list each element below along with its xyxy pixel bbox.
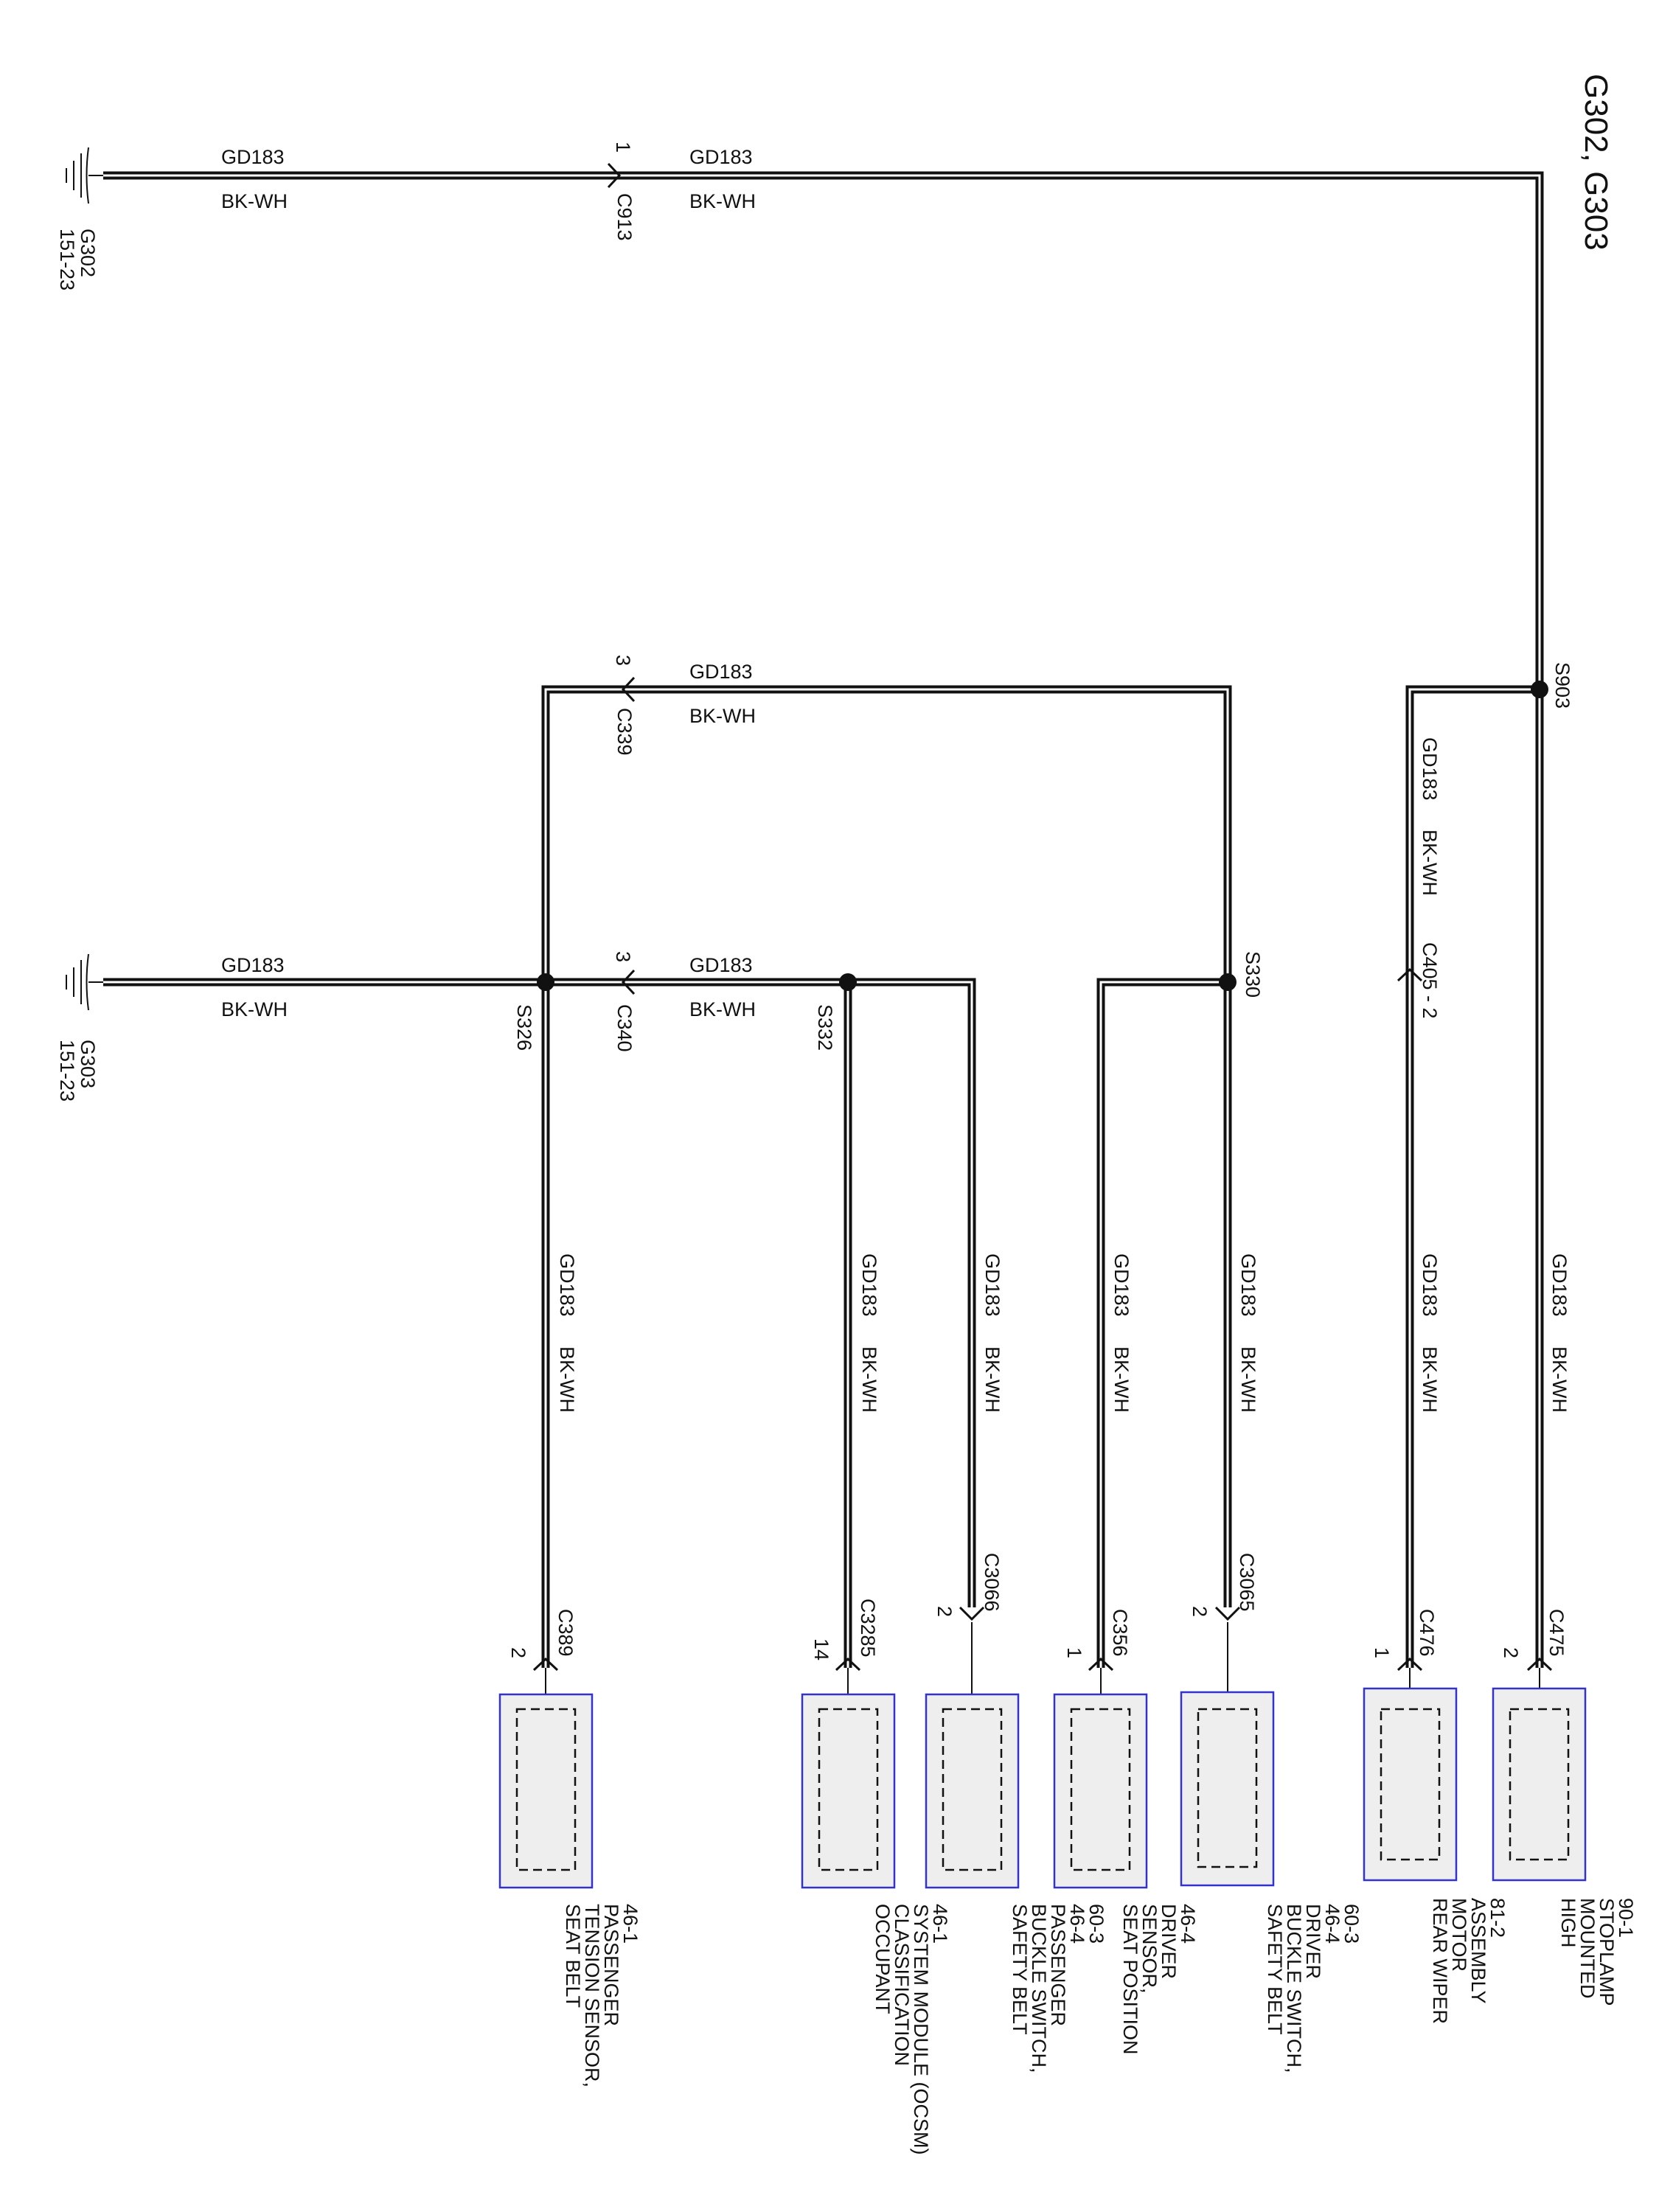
ground-g302-name: G302 (77, 229, 99, 277)
ground-g303-name: G303 (77, 1040, 99, 1088)
wire-buckle-driver-circuit: GD183 (1237, 1253, 1259, 1317)
splice-s332-dot (839, 973, 857, 991)
c356-pin: 1 (1063, 1647, 1085, 1658)
ground-g302-ref: 151-23 (56, 229, 78, 291)
component-seatpos (1053, 1693, 1148, 1889)
c3065-name: C3065 (1236, 1553, 1258, 1612)
c3065-chevron (1214, 1606, 1241, 1621)
wire-top-right-color: BK-WH (689, 190, 756, 212)
splices (537, 681, 1548, 991)
ground-g303-ref: 151-23 (56, 1040, 78, 1102)
c476-chevron (1397, 1657, 1423, 1672)
label-hmsl: HIGH MOUNTED STOPLAMP 90-1 (1557, 1898, 1637, 2011)
splice-s903-label: S903 (1551, 662, 1573, 709)
labels: G302, G303 G302 151-23 G303 151-23 GD183… (56, 74, 1614, 1660)
c3285-pin: 14 (810, 1638, 832, 1660)
c475-name: C475 (1545, 1609, 1568, 1657)
ground-g302-icon (66, 147, 103, 204)
c3285-name: C3285 (857, 1599, 879, 1658)
wire-wiper-upper-circuit: GD183 (1419, 737, 1441, 801)
c340-chevron (621, 969, 636, 995)
c475-chevron (1526, 1657, 1553, 1672)
wire-top-right-circuit: GD183 (689, 146, 753, 168)
splice-s330-dot (1219, 973, 1237, 991)
splice-s330-label: S330 (1242, 951, 1264, 998)
connector-chevrons (532, 162, 1553, 1672)
diagram-title: G302, G303 (1578, 74, 1614, 251)
c3066-pin: 2 (933, 1606, 956, 1617)
wire-c340-color: BK-WH (689, 998, 756, 1020)
c405-name: C405 - 2 (1419, 942, 1441, 1019)
wire-g303-circuit: GD183 (221, 954, 285, 976)
splice-s326-dot (537, 973, 554, 991)
label-ocsm: OCCUPANT CLASSIFICATION SYSTEM MODULE (O… (872, 1904, 951, 2160)
label-wiper: REAR WIPER MOTOR ASSEMBLY 81-2 (1429, 1898, 1509, 2030)
wire-wiper-circuit: GD183 (1419, 1253, 1441, 1317)
c339-chevron (621, 676, 636, 703)
c913-chevron (607, 162, 622, 189)
component-buckle-pass (925, 1693, 1020, 1889)
component-hmsl (1492, 1687, 1587, 1882)
label-tension: SEAT BELT TENSION SENSOR, PASSENGER 46-1 (562, 1904, 641, 2093)
component-buckle-driver (1180, 1691, 1275, 1887)
wire-g303-color: BK-WH (221, 998, 288, 1020)
splice-s332-label: S332 (814, 1004, 836, 1051)
c339-name: C339 (613, 708, 636, 756)
wire-wiper-upper-color: BK-WH (1419, 830, 1441, 896)
wire-buckle-pass-color: BK-WH (981, 1346, 1004, 1413)
c389-name: C389 (554, 1609, 577, 1657)
wire-top-left-circuit: GD183 (221, 146, 285, 168)
c476-name: C476 (1416, 1609, 1438, 1657)
wire-top-left-color: BK-WH (221, 190, 288, 212)
c3065-pin: 2 (1189, 1606, 1211, 1617)
splice-s326-label: S326 (513, 1004, 535, 1051)
wire-c339-circuit: GD183 (689, 661, 753, 683)
wire-ocsm-color: BK-WH (858, 1346, 880, 1413)
wire-hmsl-color: BK-WH (1548, 1346, 1571, 1413)
wire-c339-color: BK-WH (689, 705, 756, 727)
c3285-chevron (835, 1657, 861, 1672)
c913-pin: 1 (612, 142, 634, 153)
c340-name: C340 (613, 1004, 636, 1052)
wire-seatpos-color: BK-WH (1110, 1346, 1133, 1413)
wire-tension-color: BK-WH (556, 1346, 578, 1413)
c389-pin: 2 (507, 1647, 529, 1658)
c476-pin: 1 (1371, 1647, 1393, 1658)
component-wiper (1363, 1687, 1458, 1882)
label-buckle-driver: SAFETY BELT BUCKLE SWITCH, DRIVER 46-4 6… (1264, 1904, 1363, 2079)
wire-hmsl-circuit: GD183 (1548, 1253, 1571, 1317)
component-leads (545, 1622, 1540, 1709)
ground-g303-icon (66, 953, 103, 1011)
wire-buckle-pass-circuit: GD183 (981, 1253, 1004, 1317)
component-tension (498, 1693, 594, 1889)
label-seatpos: SEAT POSITION SENSOR, DRIVER 46-4 (1119, 1904, 1199, 2060)
wire-ocsm-circuit: GD183 (858, 1253, 880, 1317)
wire-tension-circuit: GD183 (556, 1253, 578, 1317)
c356-chevron (1088, 1657, 1114, 1672)
c405-chevron (1397, 967, 1423, 982)
c339-pin: 3 (612, 655, 634, 666)
c389-chevron (532, 1657, 559, 1672)
component-labels: HIGH MOUNTED STOPLAMP 90-1 REAR WIPER MO… (562, 1898, 1637, 2160)
wire-c340-circuit: GD183 (689, 954, 753, 976)
label-buckle-pass: SAFETY BELT BUCKLE SWITCH, PASSENGER 46-… (1009, 1904, 1107, 2079)
c3066-name: C3066 (981, 1553, 1003, 1612)
wire-buckle-driver-color: BK-WH (1237, 1346, 1259, 1413)
wire-wiper-color: BK-WH (1419, 1346, 1441, 1413)
c3066-chevron (959, 1606, 985, 1621)
c356-name: C356 (1109, 1609, 1131, 1657)
c340-pin: 3 (612, 951, 634, 962)
c913-name: C913 (613, 193, 636, 241)
component-ocsm (801, 1693, 896, 1889)
wire-seatpos-circuit: GD183 (1110, 1253, 1133, 1317)
c475-pin: 2 (1500, 1647, 1522, 1658)
wire-runs (103, 171, 1544, 1668)
splice-s903-dot (1531, 681, 1548, 698)
